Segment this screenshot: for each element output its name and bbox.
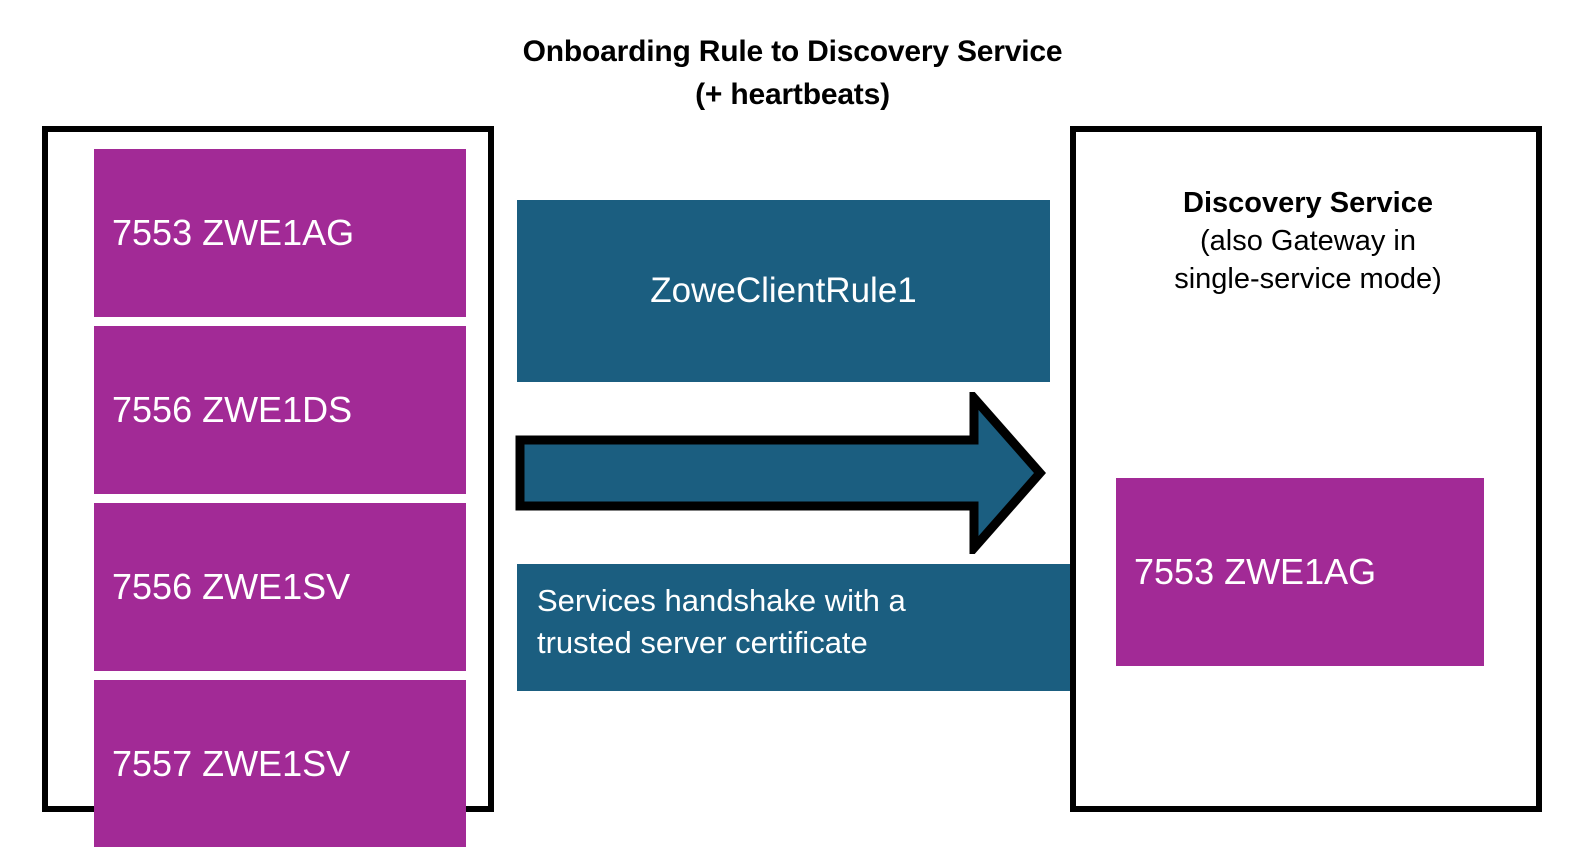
service-box-zwe1sv-7556[interactable]: 7556 ZWE1SV: [94, 503, 466, 671]
service-box-label: 7556 ZWE1SV: [112, 566, 351, 607]
service-box-label: 7556 ZWE1DS: [112, 389, 353, 430]
registered-service-box-zwe1ag[interactable]: 7553 ZWE1AG: [1116, 478, 1484, 666]
diagram-title-line2: (+ heartbeats): [695, 78, 890, 111]
service-box-label: 7557 ZWE1SV: [112, 743, 351, 784]
handshake-note-box: Services handshake with a trusted server…: [517, 564, 1070, 691]
zowe-client-rule-box[interactable]: ZoweClientRule1: [517, 200, 1050, 382]
service-box-label: 7553 ZWE1AG: [112, 212, 355, 253]
discovery-service-subtitle-line2: single-service mode): [1174, 263, 1442, 295]
service-box-zwe1ds[interactable]: 7556 ZWE1DS: [94, 326, 466, 494]
discovery-service-panel: Discovery Service (also Gateway in singl…: [1070, 126, 1542, 812]
handshake-note-line2: trusted server certificate: [537, 625, 868, 660]
discovery-service-title: Discovery Service: [1183, 187, 1433, 219]
discovery-service-heading: Discovery Service (also Gateway in singl…: [1086, 184, 1530, 298]
registered-service-label: 7553 ZWE1AG: [1134, 551, 1377, 592]
handshake-note-line1: Services handshake with a: [537, 583, 906, 618]
discovery-service-subtitle-line1: (also Gateway in: [1200, 225, 1416, 257]
zowe-client-rule-label: ZoweClientRule1: [650, 271, 917, 310]
service-box-zwe1ag[interactable]: 7553 ZWE1AG: [94, 149, 466, 317]
diagram-title-line1: Onboarding Rule to Discovery Service: [522, 35, 1063, 68]
diagram-title: Onboarding Rule to Discovery Service (+ …: [0, 30, 1585, 116]
left-services-panel: 7553 ZWE1AG 7556 ZWE1DS 7556 ZWE1SV 7557…: [42, 126, 494, 847]
right-block-arrow-icon: [514, 392, 1046, 554]
service-box-zwe1sv-7557[interactable]: 7557 ZWE1SV: [94, 680, 466, 847]
